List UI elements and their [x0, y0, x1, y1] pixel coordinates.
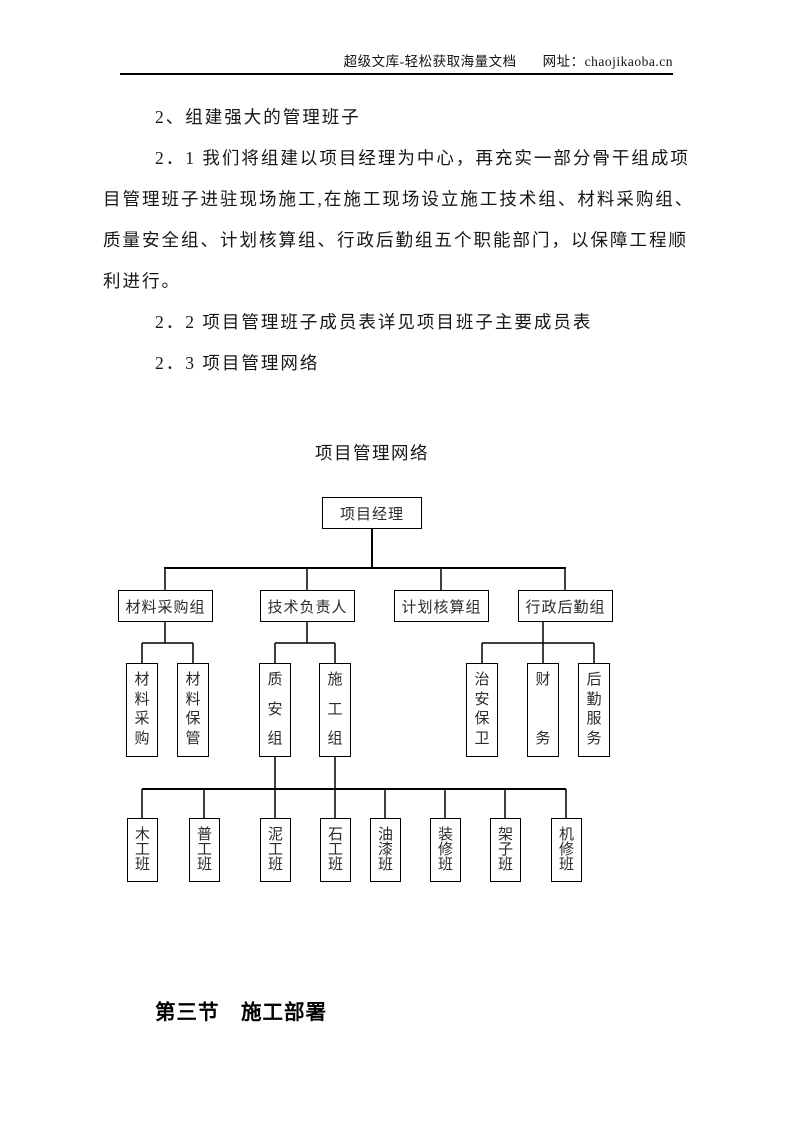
vertical-char: 质 [267, 672, 283, 688]
vertical-char: 班 [196, 857, 212, 873]
org-node-quality-safety-team: 质安组 [259, 663, 291, 757]
vertical-char: 班 [267, 857, 283, 873]
vertical-char: 财 [535, 672, 551, 688]
body-line: 2．2 项目管理班子成员表详见项目班子主要成员表 [155, 312, 593, 332]
vertical-char: 治 [474, 672, 490, 688]
org-node-material-purchasing: 材料采购 [126, 663, 158, 757]
vertical-char: 安 [267, 701, 283, 718]
org-node-material-storage: 材料保管 [177, 663, 209, 757]
org-node-stonework-crew: 石工班 [320, 818, 351, 882]
org-node-decoration-crew: 装修班 [430, 818, 461, 882]
vertical-char: 漆 [377, 842, 393, 858]
vertical-char: 后 [586, 672, 602, 688]
org-node-general-labor-crew: 普工班 [189, 818, 220, 882]
org-node-planning-accounting-group: 计划核算组 [394, 590, 489, 622]
vertical-char: 石 [327, 827, 343, 843]
vertical-char: 组 [267, 731, 283, 747]
org-node-project-manager: 项目经理 [322, 497, 422, 529]
org-node-scaffolding-crew: 架子班 [490, 818, 521, 882]
vertical-char: 服 [586, 711, 602, 728]
vertical-char: 班 [327, 857, 343, 873]
vertical-char: 木 [134, 827, 150, 843]
vertical-char: 普 [196, 827, 212, 843]
vertical-char: 工 [327, 842, 343, 858]
vertical-char: 务 [586, 730, 602, 747]
vertical-char: 保 [185, 711, 201, 728]
body-line: 2．1 我们将组建以项目经理为中心，再充实一部分骨干组成项 [155, 148, 690, 168]
org-node-material-procurement-group: 材料采购组 [118, 590, 213, 622]
page-header: 超级文库-轻松获取海量文档 网址：chaojikaoba.cn [120, 50, 673, 70]
vertical-char: 架 [497, 827, 513, 843]
org-node-finance-team: 财务 [527, 663, 559, 757]
vertical-char: 安 [474, 691, 490, 708]
vertical-char: 施 [327, 672, 343, 688]
vertical-char: 泥 [267, 827, 283, 843]
org-node-masonry-crew: 泥工班 [260, 818, 291, 882]
vertical-char: 务 [535, 731, 551, 747]
org-node-construction-team: 施工组 [319, 663, 351, 757]
header-divider [120, 73, 673, 75]
vertical-char: 材 [134, 672, 150, 688]
body-text: 2、组建强大的管理班子 2．1 我们将组建以项目经理为中心，再充实一部分骨干组成项… [103, 97, 703, 384]
vertical-char: 装 [437, 827, 453, 843]
org-node-logistics-service-team: 后勤服务 [578, 663, 610, 757]
vertical-char: 工 [196, 842, 212, 858]
vertical-char: 班 [377, 857, 393, 873]
vertical-char: 工 [327, 701, 343, 718]
body-line: 2．3 项目管理网络 [155, 353, 320, 373]
section-heading: 第三节 施工部署 [155, 1001, 327, 1024]
vertical-char: 班 [497, 857, 513, 873]
header-site-url: 网址：chaojikaoba.cn [542, 54, 673, 69]
vertical-char: 卫 [474, 730, 490, 747]
org-node-carpentry-crew: 木工班 [127, 818, 158, 882]
vertical-char: 子 [497, 842, 513, 858]
vertical-char: 购 [134, 730, 150, 747]
org-node-machine-repair-crew: 机修班 [551, 818, 582, 882]
vertical-char: 修 [437, 842, 453, 858]
vertical-char: 材 [185, 672, 201, 688]
vertical-char: 班 [437, 857, 453, 873]
vertical-char: 管 [185, 730, 201, 747]
org-node-admin-logistics-group: 行政后勤组 [518, 590, 613, 622]
org-node-security-team: 治安保卫 [466, 663, 498, 757]
vertical-char: 保 [474, 711, 490, 728]
body-line: 质量安全组、计划核算组、行政后勤组五个职能部门，以保障工程顺 [103, 230, 688, 250]
vertical-char: 班 [558, 857, 574, 873]
body-line: 2、组建强大的管理班子 [155, 107, 361, 127]
header-brand-text: 超级文库-轻松获取海量文档 [343, 54, 517, 69]
vertical-char: 修 [558, 842, 574, 858]
vertical-char: 勤 [586, 691, 602, 708]
vertical-char: 工 [267, 842, 283, 858]
org-chart-title: 项目管理网络 [315, 443, 429, 463]
vertical-char: 工 [134, 842, 150, 858]
vertical-char: 机 [558, 827, 574, 843]
vertical-char: 采 [134, 711, 150, 728]
org-node-technical-lead: 技术负责人 [260, 590, 355, 622]
vertical-char: 组 [327, 731, 343, 747]
vertical-char: 料 [134, 691, 150, 708]
vertical-char: 班 [134, 857, 150, 873]
body-line: 利进行。 [103, 271, 181, 291]
vertical-char: 油 [377, 827, 393, 843]
org-node-painting-crew: 油漆班 [370, 818, 401, 882]
vertical-char: 料 [185, 691, 201, 708]
body-line: 目管理班子进驻现场施工,在施工现场设立施工技术组、材料采购组、 [103, 189, 695, 209]
